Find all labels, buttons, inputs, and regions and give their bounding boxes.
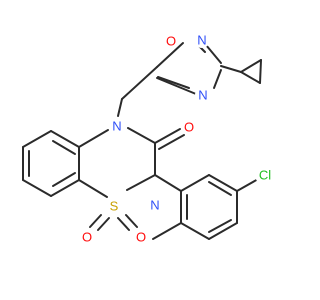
bond [156,77,197,95]
atom-symbol: O [184,120,194,135]
label-background [194,32,210,48]
bond [152,222,182,240]
bond [240,71,261,84]
bond [156,42,184,68]
atom-symbol: O [136,230,146,245]
bond [205,44,222,64]
atom-symbol: O [166,34,176,49]
bond [22,130,52,148]
atom-symbol: N [198,88,207,103]
bond [78,179,108,198]
bond [208,181,232,196]
bond [154,128,181,144]
sulfonyl-oxygen-left: O [79,229,95,245]
label-background [163,33,179,49]
bond [154,174,182,192]
atom-symbol: N [112,119,121,134]
label-background [79,229,95,245]
label-background [195,87,211,103]
ring-nitrogen-4: N [109,118,125,134]
oxadiazole-nitrogen-4: N [195,87,211,103]
bond [52,172,76,187]
ring-nitrogen-2: N [147,197,163,213]
atom-symbol: Cl [259,168,271,183]
bond [208,174,238,192]
bond [208,219,232,233]
bond [89,214,102,228]
oxadiazole-nitrogen-2: N [194,32,210,48]
bond [117,217,130,231]
bond [213,69,222,89]
atom-labels: O N N N O N S O [79,32,275,245]
bond [52,140,76,155]
bond [97,217,110,231]
bond [22,179,52,197]
bond [50,130,80,148]
atom-symbol: N [197,33,206,48]
label-background [255,165,275,185]
molecule-structure: O N N N O N S O [22,32,275,245]
atom-symbol: S [110,199,119,214]
bond [157,76,190,89]
label-background [147,197,163,213]
bond [208,222,238,240]
bond [236,177,261,192]
atom-symbol: N [150,198,159,213]
bond [180,174,210,192]
bond [121,66,158,100]
label-background [133,229,149,245]
oxadiazole-oxygen: O [163,33,179,49]
bond [220,65,242,73]
bond [158,134,185,150]
carbonyl-oxygen: O [181,119,197,135]
bond [50,179,80,197]
bond [127,127,156,144]
bond [78,129,109,148]
bond [240,59,262,73]
label-background [106,198,122,214]
label-background [109,118,125,134]
atom-symbol: O [82,230,92,245]
bond [126,174,156,191]
bond [259,59,262,84]
bond [180,222,210,240]
sulfur-atom: S [106,198,122,214]
bond [125,214,138,228]
bond [117,98,123,117]
sulfonyl-oxygen-right: O [133,229,149,245]
bonds [22,42,262,240]
label-background [181,119,197,135]
chlorine-atom: Cl [255,165,275,185]
